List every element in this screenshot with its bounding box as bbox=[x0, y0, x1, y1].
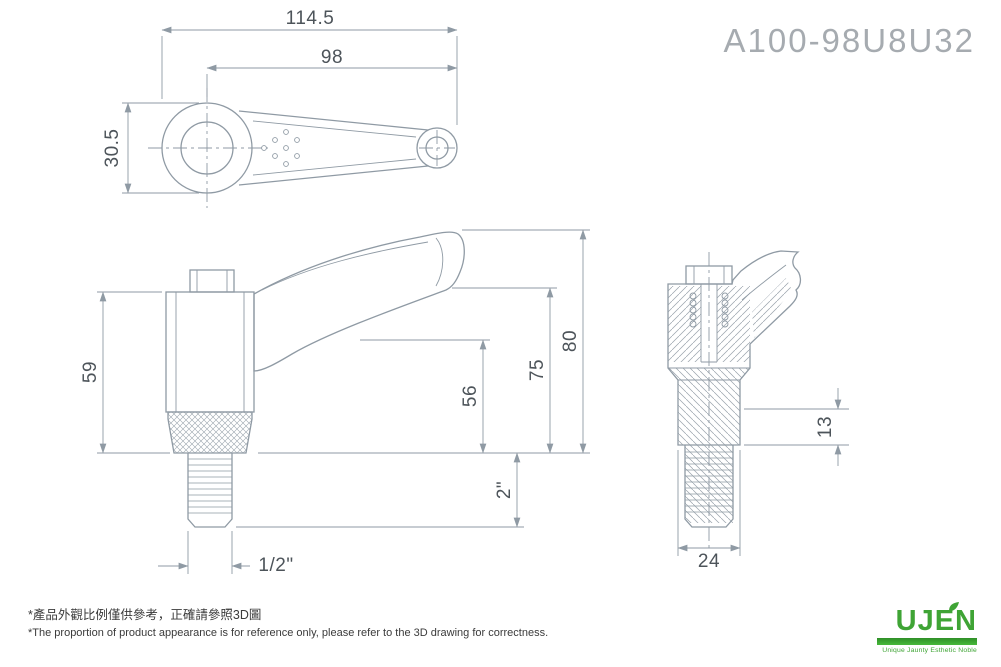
footnote-chinese: *產品外觀比例僅供參考，正確請參照3D圖 bbox=[28, 608, 262, 622]
dim-thread-length: 2" bbox=[494, 480, 515, 500]
arm-end-cap bbox=[416, 127, 458, 169]
grip-dots bbox=[261, 129, 300, 167]
lever-body bbox=[165, 291, 255, 413]
ujen-logo: UJEN Unique Jaunty Esthetic Noble bbox=[877, 602, 977, 655]
arm-end-hole bbox=[425, 136, 449, 160]
logo-tagline: Unique Jaunty Esthetic Noble bbox=[882, 647, 977, 655]
dim-center-to-end: 98 bbox=[320, 47, 344, 68]
logo-bar bbox=[877, 638, 977, 646]
dim-boss-width: 30.5 bbox=[102, 128, 123, 168]
side-view bbox=[165, 231, 465, 528]
boss-outer-circle bbox=[161, 102, 253, 194]
dim-thread-size: 1/2" bbox=[258, 555, 294, 576]
ujen-leaf-icon bbox=[949, 602, 959, 611]
section-thread-lines bbox=[685, 451, 733, 513]
footnotes: *產品外觀比例僅供參考，正確請參照3D圖 *The proportion of … bbox=[28, 604, 548, 639]
dim-underside-height: 56 bbox=[460, 384, 481, 408]
section-view bbox=[667, 250, 802, 552]
section-housing-outline bbox=[667, 250, 802, 446]
side-view-dimension-lines bbox=[97, 229, 590, 574]
section-stud bbox=[684, 445, 734, 528]
section-view-dimension-lines bbox=[677, 388, 849, 556]
footnote-english: *The proportion of product appearance is… bbox=[28, 627, 549, 639]
threaded-stud bbox=[187, 453, 233, 528]
top-view-centerlines bbox=[148, 88, 455, 208]
dim-body-height: 59 bbox=[80, 360, 101, 384]
knurled-nut bbox=[167, 411, 253, 454]
dim-base-width: 24 bbox=[697, 551, 721, 572]
arm-bottom-edge bbox=[238, 165, 429, 186]
top-view bbox=[148, 88, 458, 208]
dim-total-height: 80 bbox=[560, 329, 581, 353]
boss-bore-circle bbox=[180, 121, 234, 175]
spring-coils bbox=[689, 292, 729, 328]
handle-outline bbox=[253, 231, 465, 372]
dim-nut-height: 13 bbox=[815, 415, 836, 439]
section-hatching bbox=[668, 278, 792, 523]
dim-overall-length: 114.5 bbox=[285, 8, 335, 29]
thread-lines bbox=[188, 458, 232, 514]
top-view-dimension-lines bbox=[122, 26, 458, 194]
dim-grip-height: 75 bbox=[527, 358, 548, 382]
part-number: A100-98U8U32 bbox=[723, 22, 975, 59]
logo-wordmark: UJEN bbox=[895, 605, 977, 637]
arm-top-edge bbox=[238, 110, 429, 131]
